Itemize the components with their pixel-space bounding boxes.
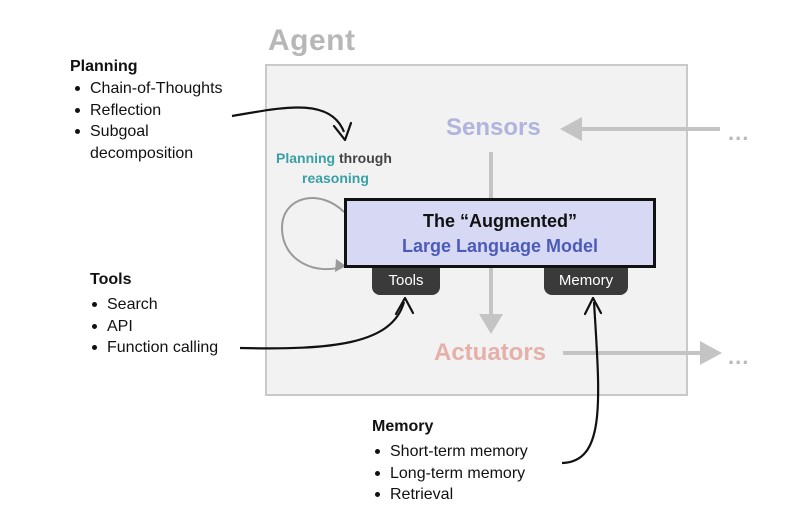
list-item: Function calling xyxy=(89,337,218,359)
llm-title-line1: The “Augmented” xyxy=(422,211,577,231)
llm-title-line2: Large Language Model xyxy=(401,236,599,256)
ptr-reasoning-word: reasoning xyxy=(302,170,369,186)
planning-arrow xyxy=(231,106,353,142)
reasoning-loop-arrow xyxy=(280,197,346,272)
memory-title: Memory xyxy=(372,418,434,435)
memory-list: Short-term memory Long-term memory Retri… xyxy=(372,441,528,506)
planning-list: Chain-of-Thoughts Reflection Subgoal dec… xyxy=(72,78,223,164)
list-item: Short-term memory xyxy=(372,441,528,463)
actuators-label: Actuators xyxy=(434,339,547,366)
memory-arrow xyxy=(561,296,603,465)
list-item: Chain-of-Thoughts xyxy=(72,78,223,100)
list-item: Long-term memory xyxy=(372,463,528,485)
planning-title: Planning xyxy=(70,58,138,75)
list-item-continuation: decomposition xyxy=(90,144,194,162)
list-item: Search xyxy=(89,294,218,316)
sensors-input-arrow xyxy=(560,117,720,141)
ptr-planning-word: Planning xyxy=(276,150,336,166)
agent-title: Agent xyxy=(268,24,356,57)
tools-title: Tools xyxy=(90,271,132,288)
planning-through-reasoning-label: Planning through xyxy=(276,150,392,166)
list-item: API xyxy=(89,316,218,338)
list-item: Reflection xyxy=(72,100,223,122)
tools-tab: Tools xyxy=(372,268,440,295)
tools-arrow xyxy=(239,296,415,350)
actuators-ellipsis: ... xyxy=(728,344,750,369)
sensors-to-actuators-arrow xyxy=(479,152,503,334)
actuators-output-arrow xyxy=(563,341,722,365)
sensors-label: Sensors xyxy=(446,114,541,141)
augmented-llm-box: The “Augmented” Large Language Model xyxy=(344,198,656,268)
list-item: Retrieval xyxy=(372,484,528,506)
ptr-through-word: through xyxy=(339,150,392,166)
sensors-ellipsis: ... xyxy=(728,120,750,145)
memory-tab: Memory xyxy=(544,268,628,295)
list-item: Subgoal xyxy=(72,121,223,143)
tools-list: Search API Function calling xyxy=(89,294,218,359)
